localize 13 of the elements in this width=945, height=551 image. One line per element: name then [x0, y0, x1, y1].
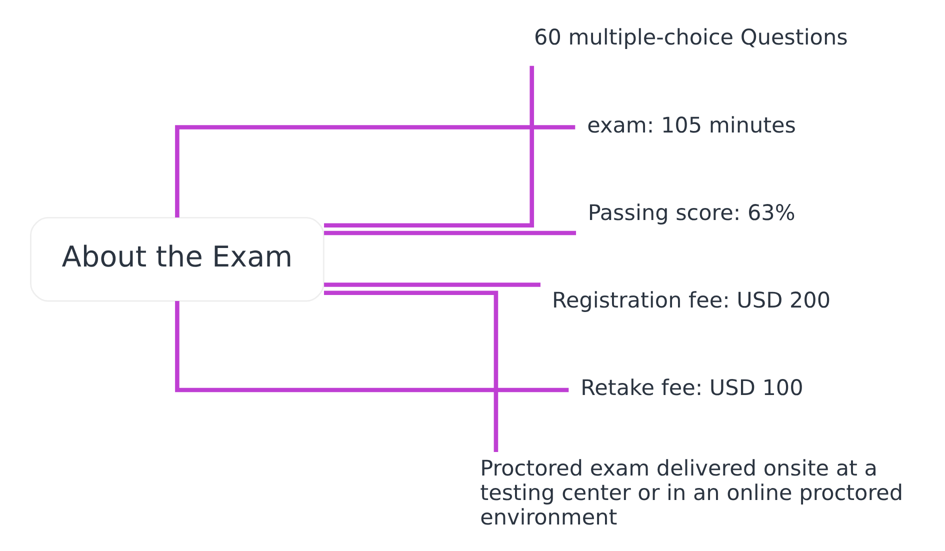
connector	[324, 290, 498, 452]
connector	[174, 125, 575, 218]
connector	[324, 282, 540, 287]
node-text: Proctored exam delivered onsite at a testing center or in an online proctored environment	[480, 456, 902, 530]
node-box: About the Exam	[30, 216, 324, 302]
node-text: Retake fee: USD 100	[580, 376, 803, 402]
connector	[174, 301, 568, 392]
node-text: exam: 105 minutes	[586, 113, 796, 138]
node-text: Registration fee: USD 200	[551, 288, 830, 314]
connector	[324, 66, 534, 228]
node-text: 60 multiple-choice Questions	[534, 26, 848, 51]
node-text: Passing score: 63%	[587, 200, 795, 226]
connector	[324, 230, 576, 236]
